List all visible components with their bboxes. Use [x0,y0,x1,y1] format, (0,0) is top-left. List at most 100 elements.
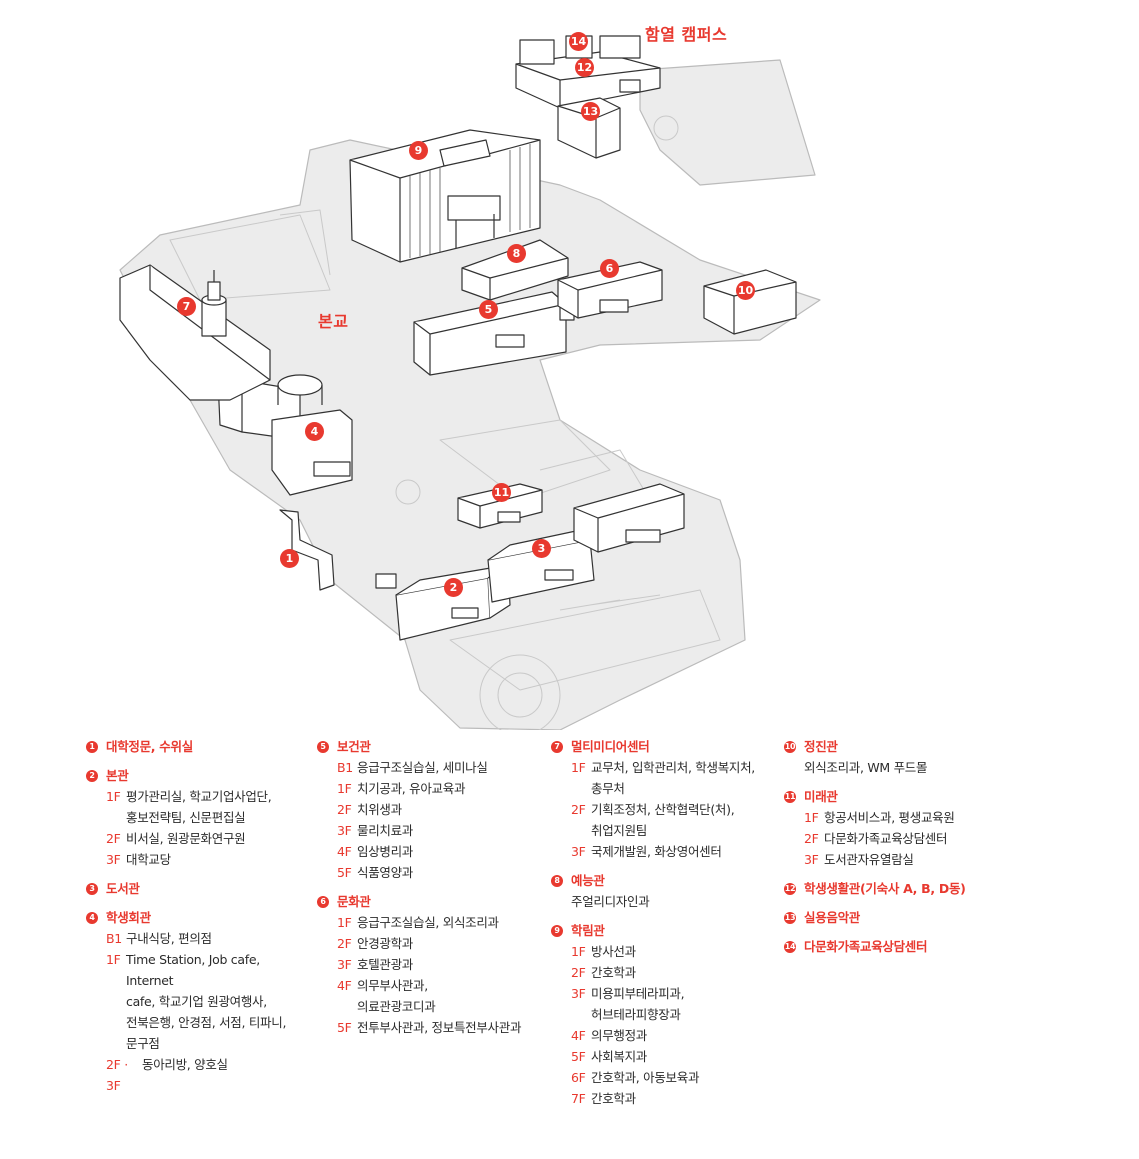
legend-number-badge: 9 [551,924,563,937]
marker-14[interactable]: 14 [569,32,588,51]
floor-description: 호텔관광과 [357,957,414,972]
legend-building-name: 학림관 [571,923,605,938]
marker-6[interactable]: 6 [600,259,619,278]
legend-floor-row: 홍보전략팀, 신문편집실 [106,807,301,828]
floor-description: 기획조정처, 산학협력단(처), [591,802,735,817]
main-campus-label: 본교 [318,312,349,331]
legend-floor-row: 문구점 [106,1033,301,1054]
floor-description: 응급구조실습실, 세미나실 [357,760,488,775]
legend-floor-row: 외식조리과, WM 푸드몰 [804,757,1014,778]
floor-description: 총무처 [591,781,625,796]
building-13-music-hall [557,97,621,159]
campus-map-drawing [119,35,821,736]
legend-number-badge: 2 [86,769,98,782]
marker-1[interactable]: 1 [280,549,299,568]
floor-label [571,1004,591,1025]
legend-floor-row: 1F 교무처, 입학관리처, 학생복지처, [571,757,776,778]
legend-floor-list: 주얼리디자인과 [551,891,776,912]
marker-8[interactable]: 8 [507,244,526,263]
floor-label [571,820,591,841]
legend-entry-heading[interactable]: 13 실용음악관 [784,907,1014,928]
floor-label: 1F [337,781,352,796]
floor-description: 동아리방, 양호실 [142,1057,228,1072]
floor-label: 5F [337,1020,352,1035]
floor-description: 구내식당, 편의점 [126,931,212,946]
legend-number-badge: 8 [551,874,563,887]
floor-label [106,1033,126,1054]
floor-description: 의무행정과 [591,1028,648,1043]
marker-7[interactable]: 7 [177,297,196,316]
building-extra-right [573,483,685,553]
marker-5[interactable]: 5 [479,300,498,319]
floor-description: 의료관광코디과 [357,999,436,1014]
legend-floor-list: 1F 교무처, 입학관리처, 학생복지처, 총무처 2F 기획조정처, 산학협력단(처)… [551,757,776,862]
legend-number-badge: 6 [317,895,329,908]
floor-description: 간호학과, 아동보육과 [591,1070,700,1085]
floor-description: 치위생과 [357,802,402,817]
floor-label: 2F · 3F [106,1057,128,1093]
floor-label: B1 [337,760,353,775]
floor-description: 방사선과 [591,944,636,959]
floor-description: 항공서비스과, 평생교육원 [824,810,955,825]
marker-10[interactable]: 10 [736,281,755,300]
marker-11[interactable]: 11 [492,483,511,502]
marker-9[interactable]: 9 [409,141,428,160]
legend-building-name: 실용음악관 [804,910,861,925]
floor-description: 간호학과 [591,965,636,980]
legend-floor-row: 허브테라피향장과 [571,1004,776,1025]
floor-label: 5F [337,865,352,880]
marker-2[interactable]: 2 [444,578,463,597]
legend-entry-heading[interactable]: 9 학림관 [551,920,776,941]
floor-label: 1F [571,760,586,775]
floor-description: 비서실, 원광문화연구원 [126,831,246,846]
legend-number-badge: 13 [784,911,796,924]
floor-description: 사회복지과 [591,1049,648,1064]
marker-3[interactable]: 3 [532,539,551,558]
legend-building-name: 정진관 [804,739,838,754]
floor-label: 2F [571,802,586,817]
floor-label [571,778,591,799]
marker-4[interactable]: 4 [305,422,324,441]
floor-description: 치기공과, 유아교육과 [357,781,466,796]
floor-description: 홍보전략팀, 신문편집실 [126,810,246,825]
floor-description: 식품영양과 [357,865,414,880]
marker-12[interactable]: 12 [575,58,594,77]
floor-description: 주얼리디자인과 [571,894,650,909]
floor-label: 3F [106,852,121,867]
legend-building-name: 도서관 [106,881,140,896]
floor-label: 4F [571,1028,586,1043]
marker-13[interactable]: 13 [581,102,600,121]
hamyeol-campus-label: 함열 캠퍼스 [645,25,728,44]
legend-building-name: 미래관 [804,789,838,804]
floor-description: 대학교당 [126,852,171,867]
floor-description: 평가관리실, 학교기업사업단, [126,789,272,804]
floor-description: 교무처, 입학관리처, 학생복지처, [591,760,755,775]
